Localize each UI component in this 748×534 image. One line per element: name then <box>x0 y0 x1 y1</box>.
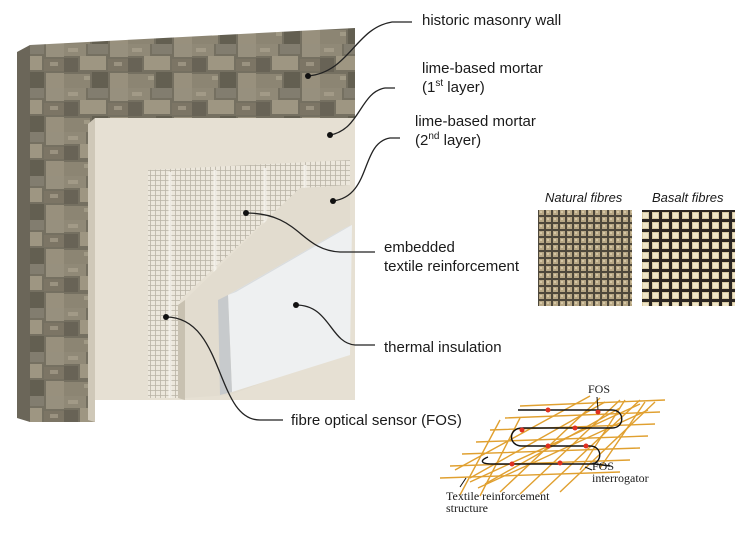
label-mortar-1-line1: lime-based mortar <box>422 60 543 77</box>
label-mortar-2-close: layer) <box>439 132 482 149</box>
inset-label-interrogator: FOS interrogator <box>592 460 649 484</box>
fos-sensor-loop <box>481 409 623 467</box>
basalt-fibre-sample <box>642 210 735 306</box>
label-thermal-insulation: thermal insulation <box>384 339 502 356</box>
label-mortar-1-close: layer) <box>443 79 485 96</box>
inset-label-interrogator-line1: FOS <box>592 459 615 473</box>
leader-lines <box>165 21 412 421</box>
thermal-insulation <box>218 225 352 395</box>
label-mortar-1: lime-based mortar (1st layer) <box>422 59 543 97</box>
label-mortar-2-open: (2 <box>415 132 429 149</box>
leader-dots <box>163 73 336 320</box>
inset-label-structure: Textile reinforcement structure <box>446 490 549 514</box>
inset-label-structure-line1: Textile reinforcement <box>446 489 550 503</box>
inset-label-structure-line2: structure <box>446 501 488 515</box>
inset-label-fos: FOS <box>588 382 611 396</box>
label-mortar-1-sup: st <box>435 78 444 89</box>
label-textile: embedded textile reinforcement <box>384 238 519 276</box>
fos-sensor-points <box>509 407 601 467</box>
label-textile-line1: embedded <box>384 239 455 256</box>
natural-fibre-sample <box>538 210 632 306</box>
label-masonry-wall: historic masonry wall <box>422 12 562 29</box>
caption-natural-fibres: Natural fibres <box>545 190 623 205</box>
label-textile-line2: textile reinforcement <box>384 258 520 275</box>
inset-label-interrogator-line2: interrogator <box>592 471 649 485</box>
label-mortar-1-open: (1 <box>422 79 436 96</box>
label-fos: fibre optical sensor (FOS) <box>291 412 462 429</box>
label-mortar-2-sup: nd <box>428 131 440 142</box>
inset-leaders <box>459 396 599 488</box>
label-mortar-2: lime-based mortar (2nd layer) <box>415 112 536 150</box>
label-mortar-2-line1: lime-based mortar <box>415 113 536 130</box>
caption-basalt-fibres: Basalt fibres <box>652 190 724 205</box>
